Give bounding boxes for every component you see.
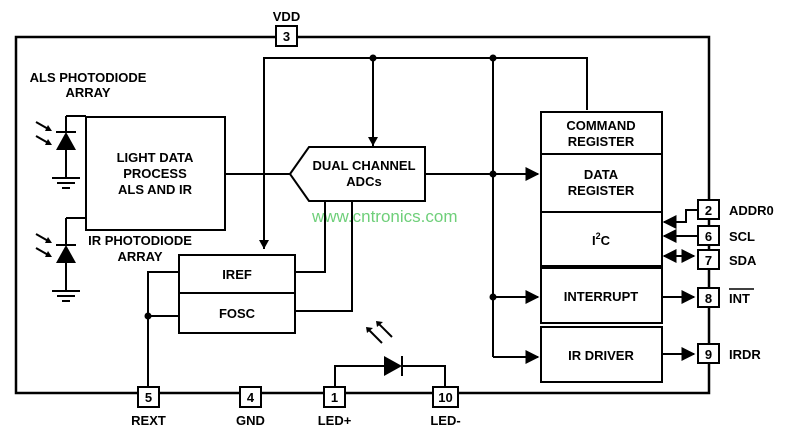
light-block-line-2: PROCESS (123, 166, 187, 181)
iref-label: IREF (222, 267, 252, 282)
pin-irdr (697, 343, 720, 364)
light-block-line-3: ALS AND IR (118, 182, 193, 197)
fosc-block (178, 292, 296, 334)
i2c-block (540, 211, 663, 267)
iref-block (178, 254, 296, 294)
light-ray-arrow (45, 125, 52, 131)
adc-line-2: ADCs (346, 174, 381, 189)
als-array-label-1: ALS PHOTODIODE (30, 70, 147, 85)
ir-array-label-1: IR PHOTODIODE (88, 233, 192, 248)
pin-ledp-label: LED+ (318, 413, 352, 428)
pin-gnd (239, 386, 262, 408)
pin-int (697, 287, 720, 308)
pin-sda (697, 249, 720, 270)
data-register (540, 153, 663, 213)
led-ray-arrow (376, 321, 383, 327)
pin-scl (697, 225, 720, 246)
pin-addr0-label: ADDR0 (729, 203, 774, 218)
data-line-2: REGISTER (568, 183, 635, 198)
pin-scl-label: SCL (729, 229, 755, 244)
pin-int-number: 8 (705, 291, 712, 306)
pin-vdd-label: VDD (273, 9, 300, 24)
interrupt-block (540, 267, 663, 324)
addr0-line (662, 209, 697, 229)
led-ray-arrow (366, 327, 373, 333)
pin-irdr-label: IRDR (729, 347, 761, 362)
arrow-head (368, 137, 378, 146)
pin-ledm (432, 386, 459, 408)
pin-sda-label: SDA (729, 253, 757, 268)
pin-vdd (275, 25, 298, 47)
junction (489, 54, 497, 62)
pin-ledm-number: 10 (438, 390, 452, 405)
light-block-line-1: LIGHT DATA (117, 150, 194, 165)
data-line-1: DATA (584, 167, 619, 182)
led-diode (384, 356, 402, 376)
light-ray-arrow (45, 251, 52, 257)
command-line-2: REGISTER (568, 134, 635, 149)
pin-sda-number: 7 (705, 253, 712, 268)
pin-scl-number: 6 (705, 229, 712, 244)
adc-bias-lines (295, 201, 353, 312)
pin-ledm-label: LED- (430, 413, 460, 428)
arrow-head (259, 240, 269, 249)
i2c-label: I2C (592, 231, 611, 248)
fosc-label: FOSC (219, 306, 256, 321)
pin-ledp-number: 1 (331, 390, 338, 405)
command-line-1: COMMAND (566, 118, 635, 133)
rext-wiring (147, 271, 179, 388)
ir-driver-block (540, 326, 663, 383)
pin-rext-label: REXT (131, 413, 166, 428)
pin-gnd-number: 4 (247, 390, 255, 405)
pin-addr0-number: 2 (705, 203, 712, 218)
pin-irdr-number: 9 (705, 347, 712, 362)
als-diode-triangle (56, 132, 76, 150)
light-data-process-block (85, 116, 226, 231)
pin-rext-number: 5 (145, 390, 152, 405)
pin-addr0 (697, 199, 720, 220)
als-array-label-2: ARRAY (65, 85, 110, 100)
pin-vdd-number: 3 (283, 29, 290, 44)
junction (144, 312, 152, 320)
light-ray-arrow (45, 237, 52, 243)
led-wiring (334, 322, 446, 386)
adc-line-1: DUAL CHANNEL (312, 158, 415, 173)
watermark: www.cntronics.com (311, 207, 457, 226)
interrupt-label: INTERRUPT (564, 289, 638, 304)
light-ray-arrow (45, 139, 52, 145)
pin-gnd-label: GND (236, 413, 265, 428)
junction (369, 54, 377, 62)
ir-driver-label: IR DRIVER (568, 348, 634, 363)
pin-ledp (323, 386, 346, 408)
pin-int-label: INT (729, 291, 750, 306)
als-photodiode (35, 115, 86, 189)
vdd-bus (263, 57, 588, 357)
ir-array-label-2: ARRAY (117, 249, 162, 264)
pin-rext (137, 386, 160, 408)
ir-diode-triangle (56, 245, 76, 263)
